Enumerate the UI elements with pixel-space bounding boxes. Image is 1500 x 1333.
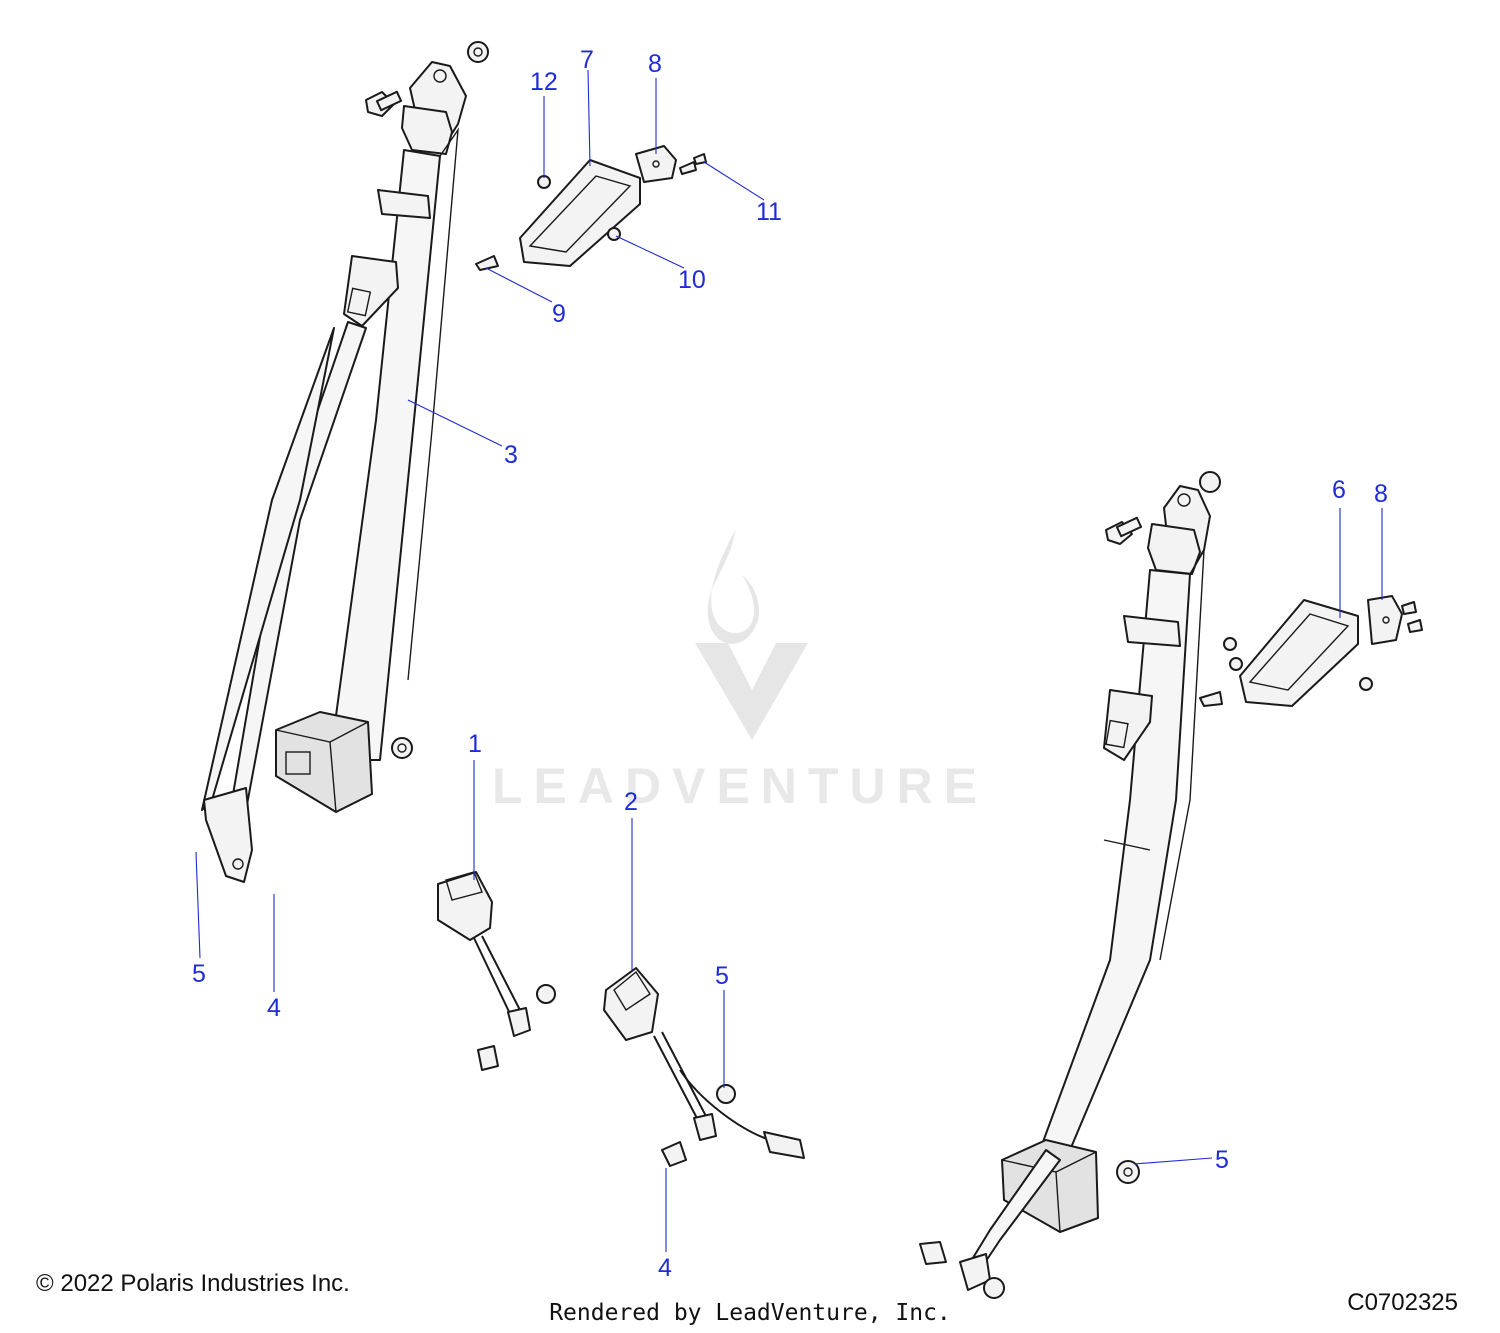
left-retractor-belt-assembly xyxy=(201,41,489,883)
buckle-assembly-1 xyxy=(437,871,556,1071)
callout-8-left: 8 xyxy=(648,50,662,78)
copyright-notice: © 2022 Polaris Industries Inc. xyxy=(36,1270,350,1297)
right-retractor-belt-assembly xyxy=(919,471,1221,1299)
callout-4-left: 4 xyxy=(267,994,281,1022)
callout-12: 12 xyxy=(530,68,558,96)
watermark-logo-icon xyxy=(695,530,808,740)
callout-11: 11 xyxy=(756,198,782,226)
callout-5-left: 5 xyxy=(192,960,206,988)
callout-4-bottom: 4 xyxy=(658,1254,672,1282)
callout-2: 2 xyxy=(624,788,638,816)
buckle-assembly-2 xyxy=(603,967,805,1167)
rendered-by-credit: Rendered by LeadVenture, Inc. xyxy=(549,1300,951,1326)
figure-id: C0702325 xyxy=(1347,1289,1458,1316)
callout-5-center: 5 xyxy=(715,962,729,990)
left-seat-bracket xyxy=(475,145,707,271)
callout-3: 3 xyxy=(504,441,518,469)
callout-1: 1 xyxy=(468,730,482,758)
callout-5-right: 5 xyxy=(1215,1146,1229,1174)
callout-6: 6 xyxy=(1332,476,1346,504)
leader-lines xyxy=(195,69,1383,1252)
callout-9: 9 xyxy=(552,300,566,328)
callout-10: 10 xyxy=(678,266,706,294)
callout-7: 7 xyxy=(580,46,594,74)
right-seat-bracket xyxy=(1199,595,1423,707)
watermark-text: LEADVENTURE xyxy=(492,758,988,814)
callout-8-right: 8 xyxy=(1374,480,1388,508)
